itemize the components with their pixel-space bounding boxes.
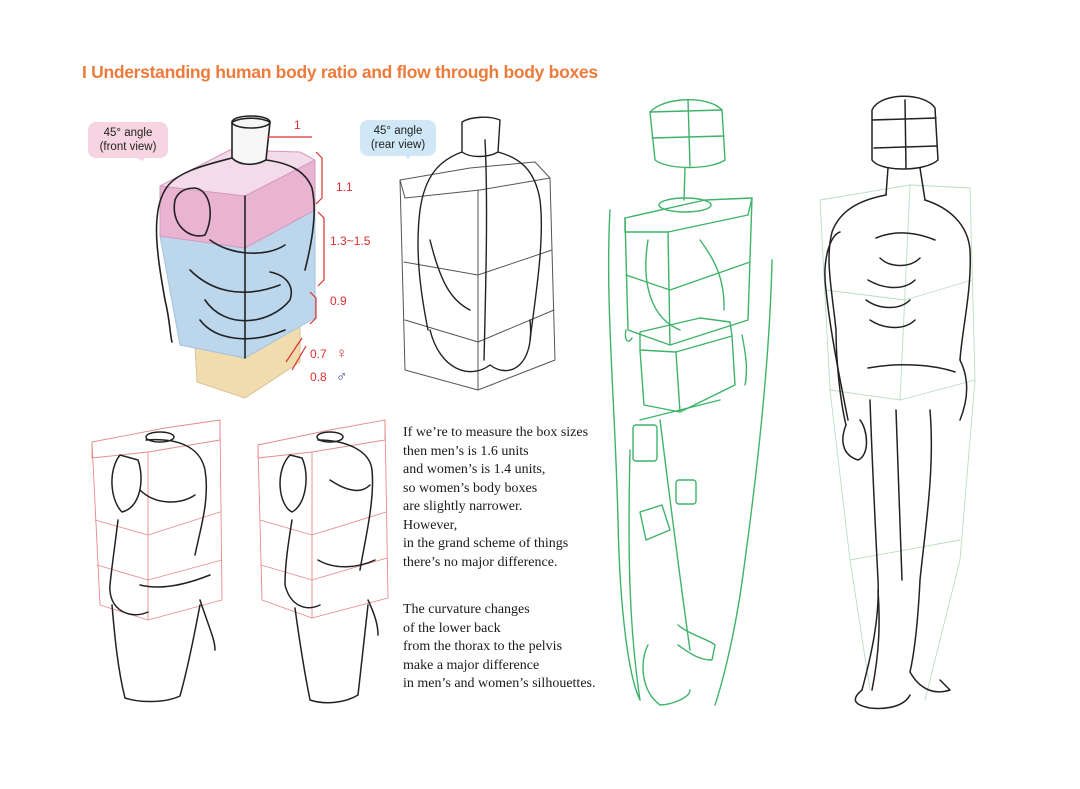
ratio-chest-label: 1.1 [336,180,353,194]
finished-figure-sketch [819,95,976,710]
green-box-mannequin [607,99,773,706]
ratio-abdomen-label: 1.3~1.5 [330,234,371,248]
paragraph-line: from the thorax to the pelvis [403,639,563,654]
box-size-paragraph: If we’re to measure the box sizes then m… [403,424,588,572]
paragraph-line: are slightly narrower. [403,499,523,514]
ratio-pelvis-label: 0.9 [330,294,347,308]
front-view-angle: 45° angle [103,127,153,139]
paragraph-line: of the lower back [403,620,501,636]
ratio-brackets [268,136,325,371]
paragraph-line: in men’s and women’s silhouettes. [403,676,596,691]
paragraph-line: so women’s body boxes [403,480,538,496]
rear-view-label: (rear view) [370,139,426,151]
male-symbol-icon: ♂ [336,368,348,385]
rear-view-bubble: 45° angle (rear view) [360,120,436,159]
ratio-male-label: 0.8 [310,370,327,384]
paragraph-line: there’s no major difference. [403,554,558,570]
female-torso-sketch [257,419,389,704]
paragraph-line: If we’re to measure the box sizes [403,425,589,440]
page-title: I Understanding human body ratio and flo… [82,62,598,82]
paragraph-line: The curvature changes [403,602,530,617]
paragraph-line: However, [403,517,458,533]
paragraph-line: and women’s is 1.4 units, [403,462,546,477]
ratio-male-row: 0.8 ♂ [310,368,347,385]
paragraph-line: then men’s is 1.6 units [403,443,529,459]
front-torso-sketch [155,115,316,399]
ratio-width-label: 1 [294,118,301,132]
rear-view-angle: 45° angle [373,125,423,137]
ratio-female-label: 0.7 [310,347,327,361]
paragraph-line: in the grand scheme of things [403,536,569,551]
male-torso-sketch [91,419,223,703]
rear-torso-sketch [399,116,556,391]
front-view-label: (front view) [99,141,157,153]
female-symbol-icon: ♀ [336,345,348,362]
curvature-paragraph: The curvature changes of the lower back … [403,601,595,694]
ratio-female-row: 0.7 ♀ [310,345,347,362]
paragraph-line: make a major difference [403,657,540,673]
front-view-bubble: 45° angle (front view) [88,122,168,161]
